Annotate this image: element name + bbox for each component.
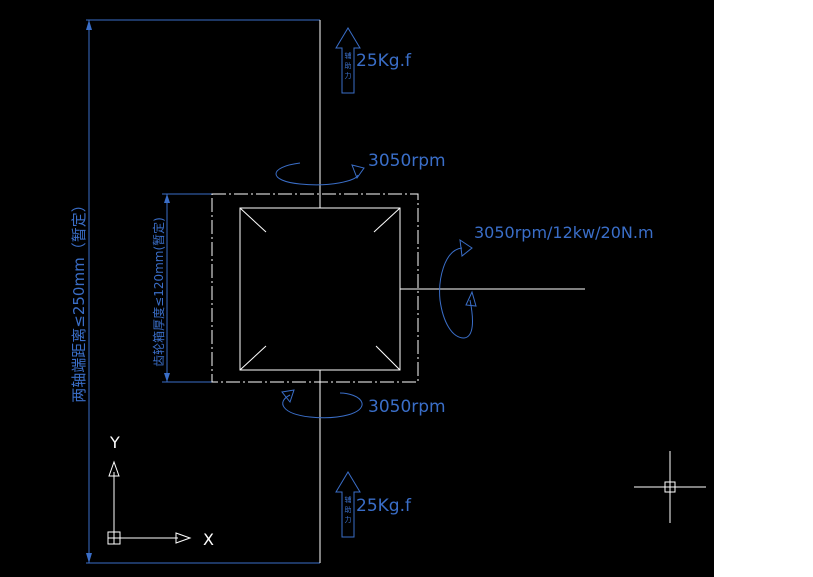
force-arrow-top-glyph-3: 力 xyxy=(345,71,352,80)
force-arrow-bottom: 辅 助 力 xyxy=(335,471,361,538)
rpm-top-label: 3050rpm xyxy=(368,151,446,171)
dimension-axis-distance-label: 两轴端距离≤250mm（暂定） xyxy=(70,197,88,402)
force-bottom-label: 25Kg.f xyxy=(356,496,412,516)
force-arrow-top: 辅 助 力 xyxy=(335,27,361,94)
dimension-axis-distance: 两轴端距离≤250mm（暂定） xyxy=(70,19,320,564)
dimension-gearbox-thickness: 齿轮箱厚度≤120mm(暂定) xyxy=(151,193,212,383)
gearbox-housing xyxy=(211,193,419,383)
axis-x-label: X xyxy=(203,530,214,549)
force-arrow-bottom-glyph-1: 辅 xyxy=(345,495,352,504)
crosshair-cursor-icon xyxy=(634,451,706,523)
force-arrow-top-glyph-2: 助 xyxy=(345,61,352,70)
force-top-label: 25Kg.f xyxy=(356,51,412,71)
dimension-gearbox-thickness-label: 齿轮箱厚度≤120mm(暂定) xyxy=(151,217,166,367)
rotation-arrow-top xyxy=(275,162,365,186)
cad-drawing-area[interactable]: 两轴端距离≤250mm（暂定） 齿轮箱厚度≤120mm(暂定) 辅 助 力 25… xyxy=(0,0,714,577)
ucs-axis-icon xyxy=(107,460,192,545)
force-arrow-bottom-glyph-2: 助 xyxy=(345,505,352,514)
force-arrow-bottom-glyph-3: 力 xyxy=(345,515,352,524)
rotation-arrow-bottom xyxy=(281,389,363,419)
gearbox-drawing: 两轴端距离≤250mm（暂定） 齿轮箱厚度≤120mm(暂定) 辅 助 力 25… xyxy=(70,19,706,564)
rpm-bottom-label: 3050rpm xyxy=(368,397,446,417)
rotation-arrow-input xyxy=(439,238,477,339)
input-spec-label: 3050rpm/12kw/20N.m xyxy=(474,223,654,242)
force-arrow-top-glyph-1: 辅 xyxy=(345,51,352,60)
axis-y-label: Y xyxy=(109,433,120,452)
